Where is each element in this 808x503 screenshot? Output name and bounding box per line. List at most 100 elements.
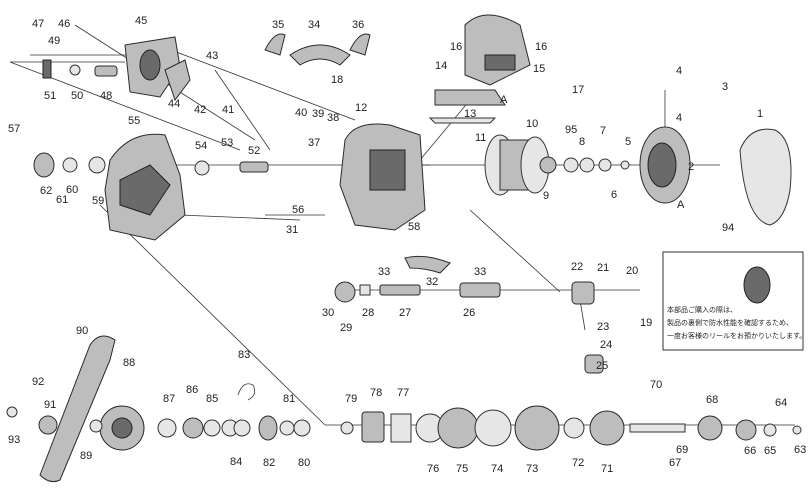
part-label-19: 19 (640, 317, 652, 329)
part-shapes (6, 14, 804, 483)
part-label-59: 59 (92, 195, 104, 207)
part-label-64: 64 (775, 397, 787, 409)
part-label-42: 42 (194, 104, 206, 116)
part-label-67: 67 (669, 457, 681, 469)
part-label-95: 95 (565, 124, 577, 136)
part-label-22: 22 (571, 261, 583, 273)
part-34-shape (289, 44, 351, 66)
part-label-71: 71 (601, 463, 613, 475)
part-label-27: 27 (399, 307, 411, 319)
part-label-17: 17 (572, 84, 584, 96)
part-label-15: 15 (533, 63, 545, 75)
part-label-93: 93 (8, 434, 20, 446)
part-label-2: 2 (688, 161, 694, 173)
part-label-75: 75 (456, 463, 468, 475)
marker-a-top: A (500, 94, 508, 106)
part-label-41: 41 (222, 104, 234, 116)
part-label-56: 56 (292, 204, 304, 216)
part-label-20: 20 (626, 265, 638, 277)
part-label-44: 44 (168, 98, 180, 110)
part-label-84: 84 (230, 456, 242, 468)
part-label-5: 5 (625, 136, 631, 148)
part-15-shape (464, 14, 531, 86)
part-label-32: 32 (426, 276, 438, 288)
part-label-14: 14 (435, 60, 447, 72)
part-label-91: 91 (44, 399, 56, 411)
note-line-3: 一度お客様のリールをお預かりいたします。 (667, 331, 806, 340)
part-label-33: 33 (474, 266, 486, 278)
part-label-61: 61 (56, 194, 68, 206)
part-label-45: 45 (135, 15, 147, 27)
part-label-39: 39 (312, 108, 324, 120)
part-label-13: 13 (464, 108, 476, 120)
part-90-shape (39, 335, 116, 483)
part-label-50: 50 (71, 90, 83, 102)
part-label-31: 31 (286, 224, 298, 236)
part-label-94: 94 (722, 222, 734, 234)
part-label-34: 34 (308, 19, 320, 31)
note-line-2: 製品の裏側で防水性能を確認するため、 (667, 318, 793, 327)
part-label-77: 77 (397, 387, 409, 399)
part-label-4: 4 (676, 112, 682, 124)
part-label-86: 86 (186, 384, 198, 396)
part-label-33: 33 (378, 266, 390, 278)
part-label-37: 37 (308, 137, 320, 149)
part-label-58: 58 (408, 221, 420, 233)
part-label-6: 6 (611, 189, 617, 201)
part-label-49: 49 (48, 35, 60, 47)
part-label-78: 78 (370, 387, 382, 399)
part-label-28: 28 (362, 307, 374, 319)
part-label-60: 60 (66, 184, 78, 196)
part-label-8: 8 (579, 136, 585, 148)
part-label-55: 55 (128, 115, 140, 127)
part-label-88: 88 (123, 357, 135, 369)
part-label-85: 85 (206, 393, 218, 405)
part-label-53: 53 (221, 137, 233, 149)
part-label-74: 74 (491, 463, 503, 475)
part-label-70: 70 (650, 379, 662, 391)
part-label-87: 87 (163, 393, 175, 405)
part-label-25: 25 (596, 360, 608, 372)
part-label-26: 26 (463, 307, 475, 319)
part-label-30: 30 (322, 307, 334, 319)
part-label-76: 76 (427, 463, 439, 475)
part-label-81: 81 (283, 393, 295, 405)
part-label-46: 46 (58, 18, 70, 30)
part-14-shape (434, 89, 506, 106)
part-label-21: 21 (597, 262, 609, 274)
part-label-35: 35 (272, 19, 284, 31)
part-label-3: 3 (722, 81, 728, 93)
part-label-7: 7 (600, 125, 606, 137)
part-label-72: 72 (572, 457, 584, 469)
part-label-79: 79 (345, 393, 357, 405)
part-label-40: 40 (295, 107, 307, 119)
part-label-92: 92 (32, 376, 44, 388)
part-label-63: 63 (794, 444, 806, 456)
part-label-38: 38 (327, 112, 339, 124)
part-label-1: 1 (757, 108, 763, 120)
part-label-68: 68 (706, 394, 718, 406)
part-label-57: 57 (8, 123, 20, 135)
part-label-36: 36 (352, 19, 364, 31)
part-1-shape (739, 128, 792, 226)
part-label-66: 66 (744, 445, 756, 457)
part-label-89: 89 (80, 450, 92, 462)
part-label-82: 82 (263, 457, 275, 469)
part-label-83: 83 (238, 349, 250, 361)
part-label-80: 80 (298, 457, 310, 469)
part-label-54: 54 (195, 140, 207, 152)
part-label-47: 47 (32, 18, 44, 30)
part-label-62: 62 (40, 185, 52, 197)
part-label-4: 4 (676, 65, 682, 77)
part-label-65: 65 (764, 445, 776, 457)
part-label-43: 43 (206, 50, 218, 62)
part-62-shape (33, 152, 55, 178)
part-label-73: 73 (526, 463, 538, 475)
part-label-90: 90 (76, 325, 88, 337)
part-label-16: 16 (450, 41, 462, 53)
part-label-51: 51 (44, 90, 56, 102)
part-label-24: 24 (600, 339, 612, 351)
part-73-shape (514, 405, 560, 451)
